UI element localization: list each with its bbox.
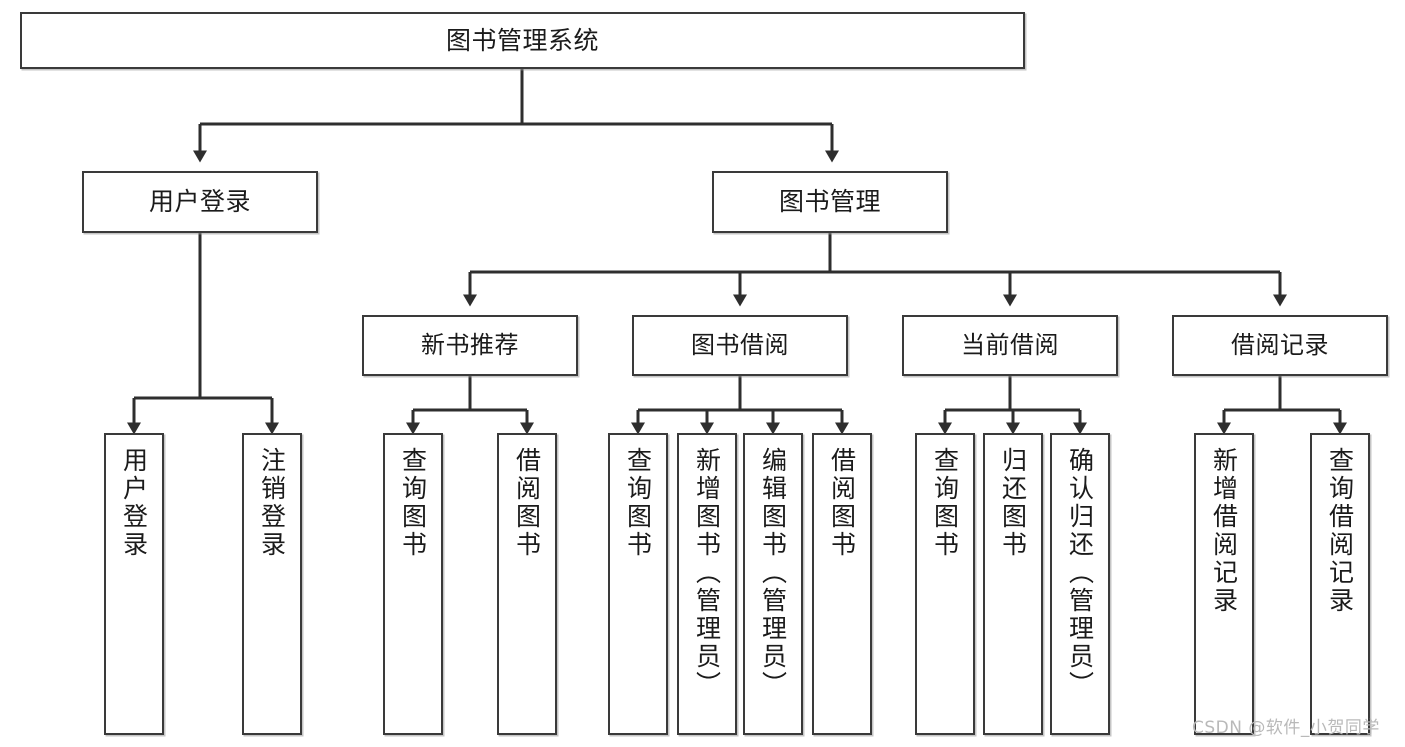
node-label: 注销登录 [257, 447, 287, 559]
node-label: 用户登录 [119, 447, 149, 559]
node-label: 借阅图书 [827, 447, 857, 559]
node-borrow-record[interactable]: 借阅记录 [1172, 315, 1388, 376]
node-label: 新增图书（管理员） [692, 447, 722, 699]
node-new-book-recommend[interactable]: 新书推荐 [362, 315, 578, 376]
node-label: 查询借阅记录 [1325, 447, 1355, 615]
leaf-current-borrow-return-book[interactable]: 归还图书 [983, 433, 1043, 735]
leaf-new-book-borrow-book[interactable]: 借阅图书 [497, 433, 557, 735]
node-current-borrow[interactable]: 当前借阅 [902, 315, 1118, 376]
leaf-current-borrow-query-book[interactable]: 查询图书 [915, 433, 975, 735]
node-label: 图书借阅 [691, 331, 789, 360]
node-label: 新增借阅记录 [1209, 447, 1239, 615]
node-label: 编辑图书（管理员） [758, 447, 788, 699]
leaf-current-borrow-confirm-return-admin[interactable]: 确认归还（管理员） [1050, 433, 1110, 735]
leaf-user-login-logout[interactable]: 注销登录 [242, 433, 302, 735]
node-label: 确认归还（管理员） [1065, 447, 1095, 699]
node-label: 查询图书 [930, 447, 960, 559]
leaf-book-borrow-edit-book-admin[interactable]: 编辑图书（管理员） [743, 433, 803, 735]
leaf-borrow-record-add-record[interactable]: 新增借阅记录 [1194, 433, 1254, 735]
node-label: 归还图书 [998, 447, 1028, 559]
node-label: 查询图书 [398, 447, 428, 559]
node-label: 查询图书 [623, 447, 653, 559]
leaf-borrow-record-query-record[interactable]: 查询借阅记录 [1310, 433, 1370, 735]
node-label: 借阅图书 [512, 447, 542, 559]
leaf-book-borrow-borrow-book[interactable]: 借阅图书 [812, 433, 872, 735]
leaf-book-borrow-add-book-admin[interactable]: 新增图书（管理员） [677, 433, 737, 735]
node-book-borrow[interactable]: 图书借阅 [632, 315, 848, 376]
node-label: 新书推荐 [421, 331, 519, 360]
node-root-book-management-system[interactable]: 图书管理系统 [20, 12, 1025, 69]
node-label: 当前借阅 [961, 331, 1059, 360]
leaf-book-borrow-query-book[interactable]: 查询图书 [608, 433, 668, 735]
leaf-new-book-query-book[interactable]: 查询图书 [383, 433, 443, 735]
node-book-management[interactable]: 图书管理 [712, 171, 948, 233]
node-label: 图书管理 [778, 187, 881, 216]
node-label: 用户登录 [148, 187, 251, 216]
node-label: 借阅记录 [1231, 331, 1329, 360]
node-label: 图书管理系统 [445, 25, 599, 55]
node-user-login[interactable]: 用户登录 [82, 171, 318, 233]
leaf-user-login-login[interactable]: 用户登录 [104, 433, 164, 735]
